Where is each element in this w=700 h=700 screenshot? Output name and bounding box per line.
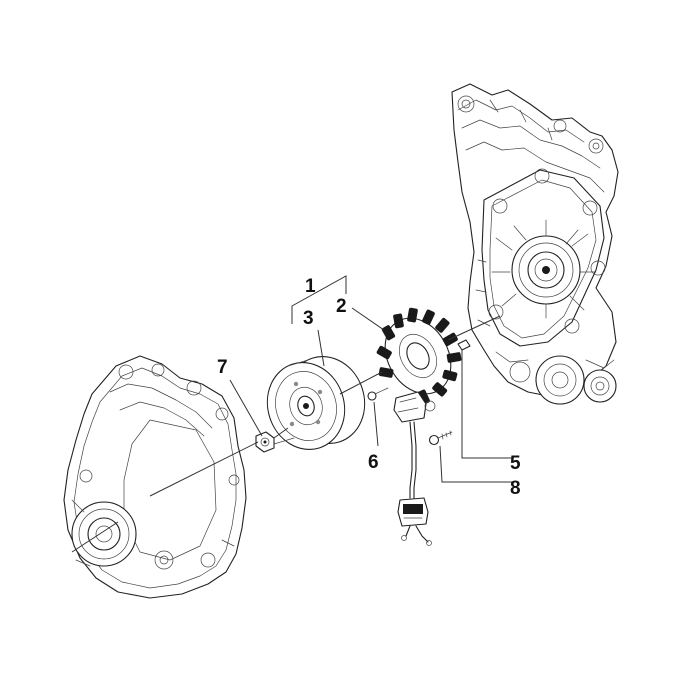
callout-5: 5 — [510, 453, 521, 474]
callout-1: 1 — [305, 276, 316, 297]
flywheel-rotor — [266, 355, 366, 451]
callout-3: 3 — [303, 308, 314, 329]
axis-lines — [71, 315, 501, 553]
pickup-and-harness — [393, 391, 436, 546]
callout-2: 2 — [336, 296, 347, 317]
woodruff-key — [457, 339, 471, 351]
callout-8: 8 — [510, 478, 521, 499]
callout-6: 6 — [368, 452, 379, 473]
pickup-screw — [428, 430, 453, 446]
stator-screw — [367, 387, 389, 401]
callout-7: 7 — [217, 357, 228, 378]
stator — [376, 307, 462, 405]
crankcase-half — [451, 83, 619, 405]
flywheel-nut — [255, 431, 275, 453]
flywheel-cover — [63, 355, 247, 599]
leader-lines — [229, 275, 512, 483]
